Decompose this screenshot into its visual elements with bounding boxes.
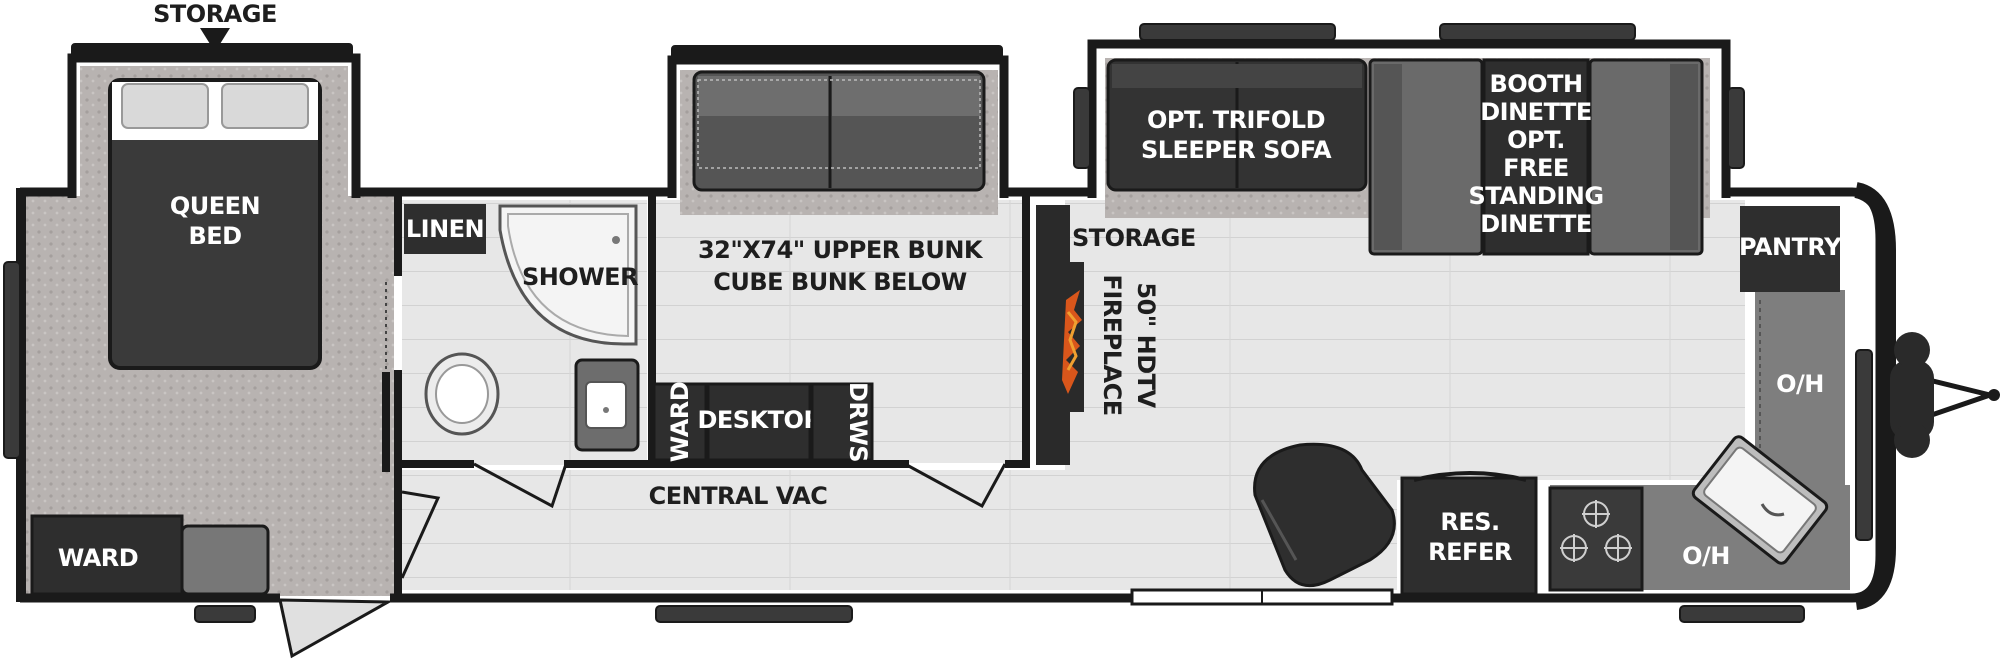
patio-door[interactable] [1130, 588, 1394, 606]
wall-bath-bottom [394, 460, 474, 468]
hall-floor [402, 470, 1397, 590]
central-vac-label: CENTRAL VAC [649, 482, 828, 510]
wall-bath-left-lower [394, 370, 402, 600]
bedroom-door-jamb [382, 372, 390, 472]
residential-refrigerator: RES. REFER [1400, 471, 1538, 596]
drws-label: DRWS [844, 382, 872, 462]
window-hall-bottom [655, 605, 853, 623]
linen-closet: LINEN [404, 204, 486, 254]
drawers: DRWS [810, 382, 874, 462]
oh-lower-label: O/H [1682, 542, 1730, 570]
dinette-label-6: DINETTE [1480, 210, 1592, 238]
windows [3, 23, 1873, 623]
hall-door-swing [400, 490, 441, 579]
window-rear [3, 261, 21, 459]
queen-bed: QUEEN BED [108, 78, 322, 370]
shower: SHOWER [498, 204, 639, 346]
desktop: DESKTOP [697, 382, 821, 462]
pillow-right [221, 83, 309, 129]
queen-bed-label-2: BED [188, 222, 241, 250]
storage-top-label: STORAGE [153, 0, 277, 28]
window-bunk-slide-top [671, 45, 1003, 61]
refer-label-2: REFER [1428, 538, 1512, 566]
hdtv-label: 50" HDTV [1132, 282, 1160, 408]
fireplace-label: FIREPLACE [1098, 274, 1126, 415]
ward-bedroom-label: WARD [58, 544, 138, 572]
toilet [424, 352, 500, 436]
window-living-slide-top-2 [1439, 23, 1636, 41]
bath-door-swing [473, 462, 568, 509]
dinette-label-1: BOOTH [1489, 70, 1582, 98]
dinette-label-4: FREE [1503, 154, 1569, 182]
sofa-label-1: OPT. TRIFOLD [1147, 106, 1325, 134]
pillow-left [121, 83, 209, 129]
upper-bunk-label-1: 32"X74" UPPER BUNK [698, 236, 984, 264]
burner-icon [1560, 500, 1632, 562]
bunk-door-swing [904, 462, 1007, 509]
wall-bunk-bottom-right [1005, 460, 1030, 468]
bunk-wardrobe: WARD [652, 382, 708, 462]
fireplace [1060, 262, 1084, 412]
storage-side-label: STORAGE [1072, 224, 1196, 252]
dinette-label-5: STANDING [1468, 182, 1603, 210]
shower-label: SHOWER [522, 263, 638, 291]
dinette-label-3: OPT. [1507, 126, 1565, 154]
bathroom-sink [574, 358, 640, 452]
kitchen-sink [1691, 435, 1829, 565]
wall-bath-left [394, 196, 402, 276]
cooktop [1548, 486, 1644, 592]
oh-upper-label: O/H [1776, 370, 1824, 398]
wall-bunk-bottom-left [564, 460, 909, 468]
linen-label: LINEN [406, 215, 484, 243]
living-slideout-wall [1087, 39, 1731, 198]
main-body-wall [20, 187, 1885, 603]
bedroom-nightstand [180, 524, 270, 596]
window-kitchen-bottom [1679, 605, 1805, 623]
refer-label-1: RES. [1440, 508, 1499, 536]
hitch-jack-icon [1887, 332, 2000, 458]
booth-dinette: BOOTH DINETTE OPT. FREE STANDING DINETTE [1368, 58, 1704, 256]
dinette-table [1482, 58, 1590, 256]
recliner [1253, 442, 1396, 588]
shower-drain-icon [612, 236, 620, 244]
bedroom-wardrobe: WARD [30, 514, 184, 596]
pantry: PANTRY [1739, 206, 1843, 292]
dinette-label-2: DINETTE [1480, 98, 1592, 126]
wall-bath-right [648, 196, 656, 464]
window-living-slide-left [1073, 87, 1091, 169]
sofa-label-2: SLEEPER SOFA [1141, 136, 1332, 164]
window-living-slide-right [1727, 87, 1745, 169]
entry-door-bedroom[interactable] [278, 598, 394, 659]
desktop-label: DESKTOP [697, 406, 820, 434]
window-living-slide-top-1 [1139, 23, 1336, 41]
bunk-slide-cushions [692, 70, 986, 192]
doors [400, 462, 1007, 579]
trifold-sleeper-sofa: OPT. TRIFOLD SLEEPER SOFA [1106, 58, 1368, 192]
upper-bunk-label-2: CUBE BUNK BELOW [713, 268, 966, 296]
window-front [1855, 349, 1873, 541]
ward-vertical-label: WARD [666, 382, 694, 462]
queen-bed-label-1: QUEEN [170, 192, 260, 220]
storage-arrow-icon [200, 28, 230, 52]
pantry-label: PANTRY [1739, 233, 1842, 261]
wall-bunk-right [1022, 196, 1030, 468]
front-cap [1853, 182, 1896, 610]
faucet-icon [1760, 503, 1785, 517]
window-bedroom-bottom [194, 605, 256, 623]
